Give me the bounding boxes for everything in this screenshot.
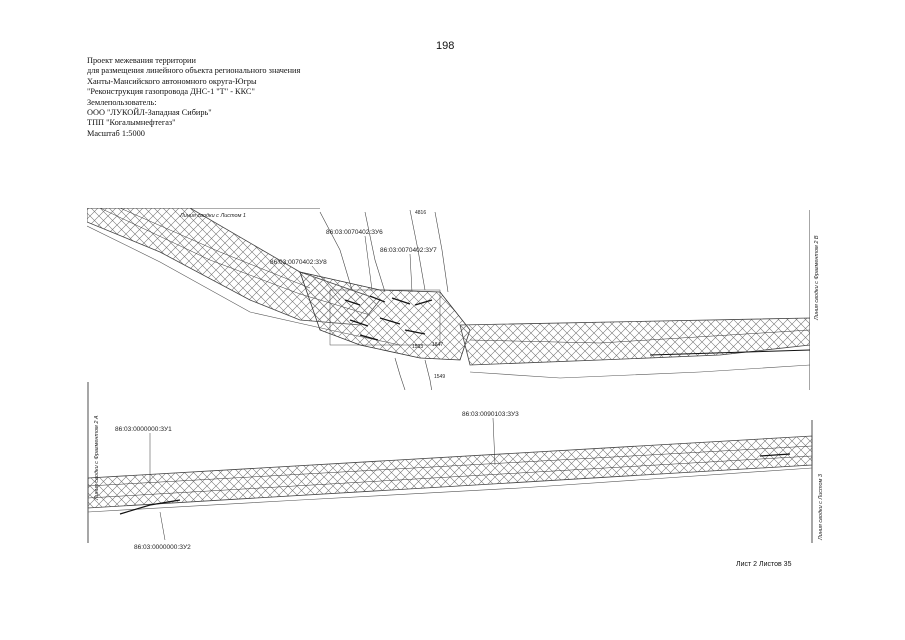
parcel-label-zu8: 86:03:0070402:ЗУ8 [270, 259, 327, 266]
title-line-4: "Реконструкция газопровода ДНС-1 "Т" - К… [87, 87, 255, 97]
title-line-2: для размещения линейного объекта региона… [87, 66, 301, 76]
point-label: 1533 [412, 344, 423, 350]
parcel-label-zu7: 86:03:0070402:ЗУ7 [380, 247, 437, 254]
parcel-label-zu2: 86:03:0000000:ЗУ2 [134, 544, 191, 551]
drawing-title-block: Проект межевания территории для размещен… [87, 56, 300, 139]
page-number: 198 [436, 40, 455, 52]
match-line-label-sheet3: Линия сводки с Листом 3 [818, 473, 824, 541]
parcel-label-zu1: 86:03:0000000:ЗУ1 [115, 426, 172, 433]
title-line-5: Землепользователь: [87, 97, 157, 107]
match-line-label-2b: Линия сводки с Фрагментом 2 В [814, 235, 820, 321]
title-line-3: Ханты-Мансийского автономного округа-Югр… [87, 76, 257, 86]
bottom-map-fragment: 86:03:0000000:ЗУ1 86:03:0090103:ЗУ3 86:0… [87, 382, 813, 551]
match-line-label-sheet1: Линия сводки с Листом 1 [179, 213, 246, 219]
point-label: 1549 [434, 374, 445, 380]
top-map-fragment: 4816 1847 1549 1533 86:03:0070402:ЗУ6 86… [87, 208, 810, 390]
corridor-south [87, 435, 813, 509]
sheet-number: Лист 2 Листов 35 [736, 561, 792, 568]
parcel-label-zu3: 86:03:0090103:ЗУ3 [462, 411, 519, 418]
title-line-7: ТПП "Когалымнефтегаз" [87, 118, 176, 128]
corridor-east [459, 317, 810, 366]
title-line-1: Проект межевания территории [87, 56, 196, 65]
junction-area [299, 271, 471, 361]
point-label: 4816 [415, 210, 426, 216]
point-label: 1847 [432, 342, 443, 348]
parcel-label-zu6: 86:03:0070402:ЗУ6 [326, 229, 383, 236]
match-line-label-2a: Линия сводки с Фрагментом 2 А [94, 415, 100, 501]
title-line-6: ООО "ЛУКОЙЛ-Западная Сибирь" [87, 108, 212, 118]
scale-text: Масштаб 1:5000 [87, 128, 145, 138]
